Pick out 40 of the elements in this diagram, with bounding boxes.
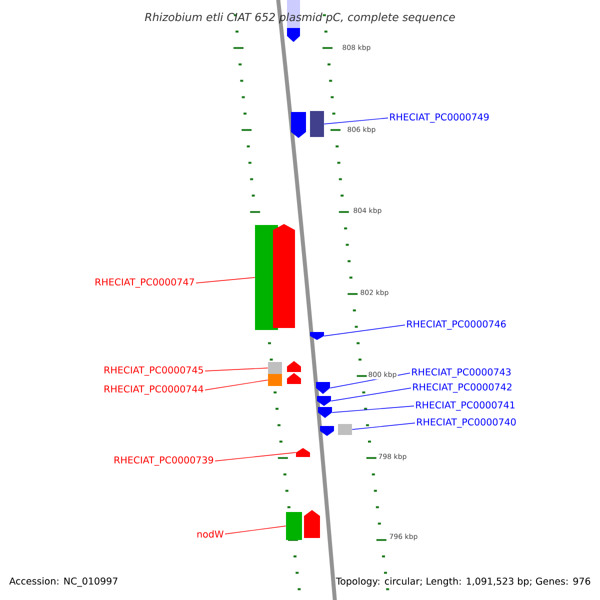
gene-block bbox=[316, 382, 330, 394]
leader-line bbox=[324, 324, 406, 336]
leader-line bbox=[324, 118, 388, 124]
gene-label: RHECIAT_PC0000741 bbox=[416, 401, 514, 411]
gene-label: RHECIAT_PC0000740 bbox=[417, 418, 516, 428]
gene-label: RHECIAT_PC0000745 bbox=[104, 366, 203, 376]
gene-bar bbox=[338, 424, 352, 435]
gene-label: RHECIAT_PC0000742 bbox=[413, 383, 512, 393]
gene-label: RHECIAT_PC0000739 bbox=[114, 456, 214, 466]
leader-line bbox=[352, 422, 416, 430]
gene-label: RHECIAT_PC0000746 bbox=[407, 320, 506, 330]
gene-label: nodW bbox=[197, 530, 224, 538]
gene-block bbox=[291, 112, 306, 138]
gene-block bbox=[317, 396, 331, 406]
gene-block bbox=[296, 448, 310, 457]
leader-line bbox=[214, 452, 296, 462]
gene-bar bbox=[268, 374, 282, 386]
title: Rhizobium etli CIAT 652 plasmid pC, complete sequence bbox=[144, 12, 455, 24]
gene-label: RHECIAT_PC0000744 bbox=[104, 385, 204, 395]
leader-line bbox=[204, 380, 268, 390]
gene-block bbox=[304, 510, 320, 538]
leader-line bbox=[224, 526, 286, 534]
accession-text: Accession: NC_010997 bbox=[9, 577, 118, 587]
leader-line bbox=[204, 368, 268, 372]
leader-line bbox=[332, 406, 414, 413]
gene-bar bbox=[310, 111, 324, 137]
gene-block bbox=[273, 224, 295, 328]
gene-label: RHECIAT_PC0000747 bbox=[96, 278, 194, 288]
summary-text: Topology: circular; Length: 1,091,523 bp; Genes: 976 bbox=[336, 577, 590, 587]
gene-block bbox=[310, 332, 324, 340]
leader-line bbox=[330, 388, 412, 402]
gene-bar bbox=[268, 362, 282, 374]
gene-block bbox=[287, 373, 301, 384]
gene-bar bbox=[286, 512, 302, 540]
gene-label: RHECIAT_PC0000743 bbox=[412, 368, 511, 378]
gene-block bbox=[318, 407, 332, 418]
gene-block bbox=[320, 426, 334, 436]
gene-block bbox=[287, 361, 301, 372]
leader-line bbox=[196, 277, 256, 284]
gene-label: RHECIAT_PC0000749 bbox=[390, 113, 489, 123]
